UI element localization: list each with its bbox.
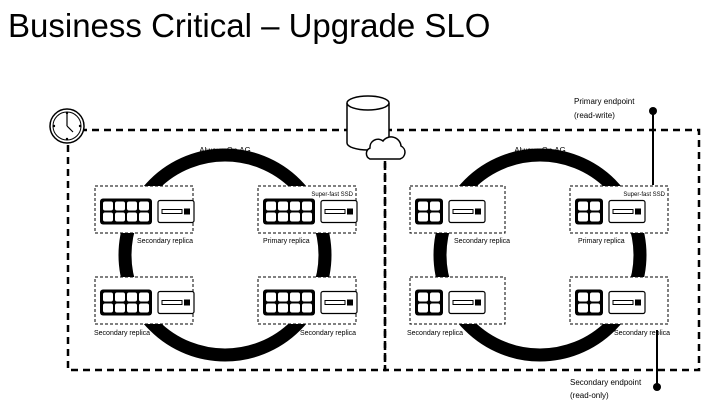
cpu-grid-icon bbox=[263, 198, 315, 225]
cpu-grid-icon bbox=[575, 289, 603, 316]
ssd-icon bbox=[608, 290, 646, 315]
slide-title: Business Critical – Upgrade SLO bbox=[8, 7, 491, 44]
replica-node[interactable]: Secondary replica bbox=[94, 276, 195, 337]
secondary-endpoint-dot[interactable] bbox=[653, 383, 661, 391]
ssd-icon bbox=[157, 290, 195, 315]
cpu-grid-icon bbox=[415, 198, 443, 225]
ssd-icon bbox=[320, 199, 358, 224]
secondary-endpoint-mode: (read-only) bbox=[570, 391, 609, 400]
replica-node[interactable]: Secondary replica bbox=[569, 276, 670, 337]
ag-label-left: Always On AG bbox=[199, 146, 251, 155]
cpu-grid-icon bbox=[263, 289, 315, 316]
ssd-icon bbox=[608, 199, 646, 224]
replica-label: Secondary replica bbox=[407, 330, 463, 337]
cpu-grid-icon bbox=[575, 198, 603, 225]
primary-endpoint-label: Primary endpoint bbox=[574, 97, 635, 106]
ssd-icon bbox=[448, 199, 486, 224]
replica-node[interactable]: Super-fast SSD Primary replica bbox=[569, 185, 669, 245]
clock-icon bbox=[49, 108, 85, 144]
replica-label: Secondary replica bbox=[614, 330, 670, 337]
replica-node[interactable]: Secondary replica bbox=[409, 185, 510, 245]
secondary-endpoint-label: Secondary endpoint bbox=[570, 378, 642, 387]
replica-label: Secondary replica bbox=[137, 238, 193, 245]
replica-label: Primary replica bbox=[263, 238, 310, 245]
ag-label-right: Always On AG bbox=[514, 146, 566, 155]
replica-label: Secondary replica bbox=[300, 330, 356, 337]
ssd-caption: Super-fast SSD bbox=[623, 192, 665, 198]
cpu-grid-icon bbox=[415, 289, 443, 316]
replica-node[interactable]: Secondary replica bbox=[407, 276, 506, 337]
replica-node[interactable]: Super-fast SSD Primary replica bbox=[257, 185, 358, 245]
cpu-grid-icon bbox=[100, 289, 152, 316]
replica-label: Primary replica bbox=[578, 238, 625, 245]
ssd-caption: Super-fast SSD bbox=[311, 192, 353, 198]
replica-label: Secondary replica bbox=[94, 330, 150, 337]
ssd-icon bbox=[320, 290, 358, 315]
always-on-ring-left bbox=[118, 148, 332, 362]
cpu-grid-icon bbox=[100, 198, 152, 225]
ssd-icon bbox=[448, 290, 486, 315]
database-cloud-icon bbox=[346, 95, 406, 160]
always-on-ring-right bbox=[433, 148, 647, 362]
replica-node[interactable]: Secondary replica bbox=[257, 276, 358, 337]
ssd-icon bbox=[157, 199, 195, 224]
primary-endpoint-mode: (read-write) bbox=[574, 111, 615, 120]
replica-label: Secondary replica bbox=[454, 238, 510, 245]
replica-nodes: Secondary replica Super-fast SSD Primary r… bbox=[94, 185, 670, 337]
upgraded-slo-box bbox=[383, 128, 701, 372]
primary-endpoint-dot[interactable] bbox=[649, 107, 657, 115]
replica-node[interactable]: Secondary replica bbox=[94, 185, 195, 245]
